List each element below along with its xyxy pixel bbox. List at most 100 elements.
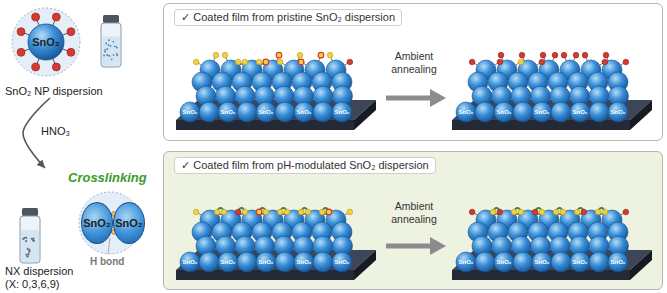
sno2-sphere — [475, 252, 495, 272]
particle-label: SnO₂ — [332, 258, 352, 266]
film-illustration — [176, 208, 376, 280]
particle-label: SnO₂ — [332, 108, 352, 116]
annealing-arrow-head — [430, 237, 446, 255]
ligand-ball — [52, 63, 60, 71]
particle-dot — [106, 48, 108, 50]
particle-label: SnO₂ — [180, 258, 200, 266]
ligand-ball — [560, 209, 566, 215]
sno2-sphere — [237, 252, 257, 272]
particle-label: SnO₂ — [294, 258, 314, 266]
nanoparticle-half: SnO₂ — [113, 202, 145, 244]
ligand-ball — [602, 209, 608, 215]
node-text: SnO₂ — [32, 36, 60, 49]
ligand-ball — [319, 209, 325, 215]
vial-liquid — [102, 36, 120, 66]
particle-label: SnO₂ — [532, 108, 552, 116]
particle-dot — [111, 58, 113, 60]
ligand-ball — [539, 59, 545, 65]
ligand-ball — [276, 52, 282, 58]
particle-label: SnO₂ — [256, 258, 276, 266]
film-illustration — [176, 52, 376, 130]
sno2-sphere — [532, 102, 552, 122]
particle-cluster — [28, 253, 30, 255]
ligand-ball — [498, 52, 504, 58]
bond-label: H bond — [90, 256, 124, 267]
particle-dot — [103, 55, 105, 57]
sno2-sphere — [589, 252, 609, 272]
sno2-sphere — [313, 252, 333, 272]
ligand-ball — [623, 59, 629, 65]
sno2-sphere — [218, 252, 238, 272]
ligand-ball — [17, 28, 25, 36]
particle-dot — [105, 43, 107, 45]
ligand-ball — [326, 209, 332, 215]
sno2-sphere — [180, 252, 200, 272]
sno2-sphere — [256, 102, 276, 122]
text-wrapper: SnO₂ — [11, 7, 81, 77]
particle-dot — [114, 46, 116, 48]
sno2-sphere — [570, 252, 590, 272]
ligand-ball — [193, 209, 199, 215]
node-text: SnO₂ — [115, 217, 143, 230]
sno2-sphere — [199, 252, 219, 272]
particle-label: SnO₂ — [570, 258, 590, 266]
ligand-ball — [52, 13, 60, 21]
ligand-ball — [67, 48, 75, 56]
ligand-ball — [263, 209, 269, 215]
nanoparticle-circle: SnO₂ — [11, 7, 81, 77]
sno2-sphere — [218, 102, 238, 122]
particle-label: SnO₂ — [294, 108, 314, 116]
ligand-ball — [469, 59, 475, 65]
sno2-sphere — [237, 102, 257, 122]
ligand-ball — [318, 52, 324, 58]
film-panel: ✓ Coated film from pristine SnO₂ dispers… — [163, 3, 663, 141]
text-wrapper: SnO₂ — [82, 203, 112, 243]
ligand-ball — [497, 59, 503, 65]
sno2-sphere — [513, 252, 533, 272]
particle-dot — [116, 54, 118, 56]
film-illustration — [452, 52, 652, 130]
ligand-ball — [581, 209, 587, 215]
sno2-sphere — [180, 102, 200, 122]
ligand-ball — [277, 59, 283, 65]
sno2-sphere — [199, 102, 219, 122]
particle-dot — [109, 55, 111, 57]
ligand-ball — [602, 59, 608, 65]
particle-dot — [108, 39, 110, 41]
ligand-ball — [469, 209, 475, 215]
sno2-sphere — [456, 102, 476, 122]
sno2-sphere — [608, 252, 628, 272]
step-label: Ambient annealing — [376, 50, 452, 76]
particle-cluster — [27, 248, 29, 250]
ligand-ball — [532, 209, 538, 215]
ligand-ball — [214, 209, 220, 215]
ligand-ball — [297, 52, 303, 58]
ligand-ball — [497, 209, 503, 215]
ligand-ball — [221, 209, 227, 215]
sno2-sphere — [294, 252, 314, 272]
ligand-ball — [540, 52, 546, 58]
nanoparticle-core — [28, 24, 64, 60]
particle-dot — [104, 49, 106, 51]
particle-dot — [112, 41, 114, 43]
vial-body — [101, 23, 121, 67]
ligand-ball — [298, 59, 304, 65]
film-panel: ✓ Coated film from pH-modulated SnO₂ dis… — [163, 151, 663, 290]
ligand-ball — [347, 59, 353, 65]
particle-label: SnO₂ — [532, 258, 552, 266]
node-text: ✓ Coated film from pristine SnO₂ dispers… — [174, 9, 402, 26]
ligand-ball — [553, 209, 559, 215]
ligand-ball — [32, 13, 40, 21]
sno2-sphere — [551, 252, 571, 272]
sno2-sphere — [475, 102, 495, 122]
vial-body — [20, 216, 40, 263]
sno2-sphere — [275, 102, 295, 122]
ligand-ball — [561, 52, 567, 58]
film-illustration — [452, 208, 652, 280]
particle-cluster — [27, 255, 29, 257]
ligand-ball — [582, 52, 588, 58]
substrate-side — [630, 250, 652, 280]
ligand-ball — [511, 209, 517, 215]
ligand-ball — [256, 209, 262, 215]
particle-dot — [106, 54, 108, 56]
